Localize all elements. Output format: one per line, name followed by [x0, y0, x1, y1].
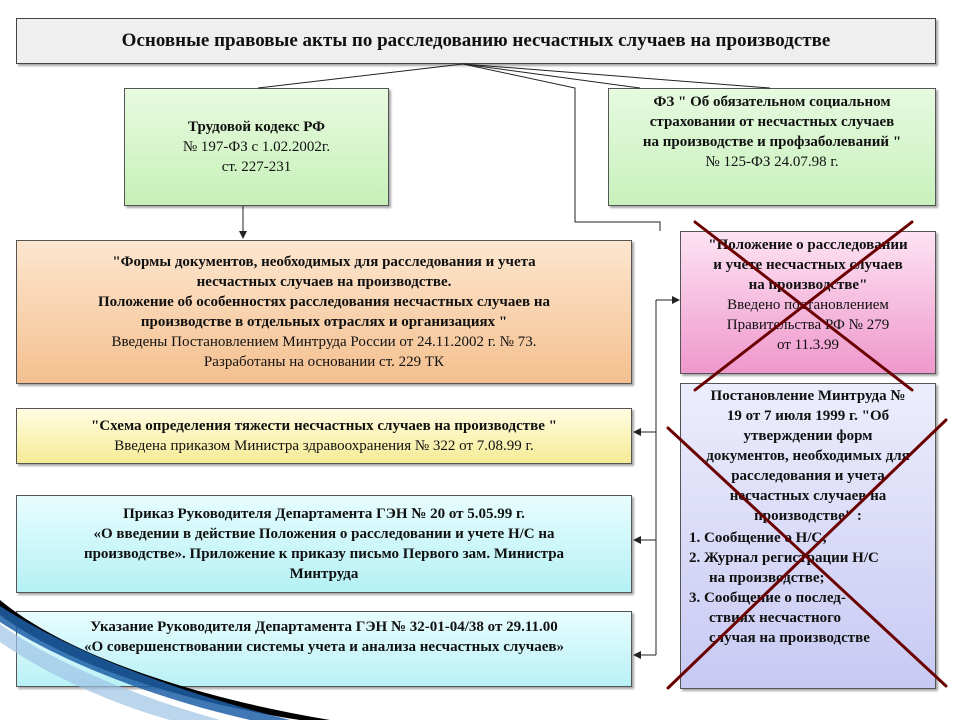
- title-to-federal-law-line: [462, 63, 771, 89]
- forms-line-6: Разработаны на основании ст. 229 ТК: [203, 354, 445, 370]
- resolution-19-box: Постановление Минтруда № 19 от 7 июля 19…: [680, 383, 936, 689]
- resolution-19-line-2: 19 от 7 июля 1999 г. "Об: [726, 408, 890, 424]
- schema-line-1: "Схема определения тяжести несчастных сл…: [91, 418, 557, 434]
- order-20-box: Приказ Руководителя Департамента ГЭН № 2…: [16, 495, 632, 593]
- resolution-19-line-3: утверждении форм: [743, 428, 873, 444]
- forms-line-4: производстве в отдельных отраслях и орга…: [140, 314, 508, 330]
- federal-law-line-1: ФЗ " Об обязательном социальном: [653, 94, 891, 110]
- forms-documents-box: "Формы документов, необходимых для рассл…: [16, 240, 632, 384]
- instruction-32-line-2: «О совершенствовании системы учета и ана…: [84, 639, 564, 655]
- resolution-19-line-5: расследования и учета: [731, 468, 885, 484]
- resolution-19-line-6: несчастных случаев на: [729, 488, 887, 504]
- list-item: 3. Сообщение о послед-: [689, 590, 846, 606]
- diagram-title: Основные правовые акты по расследованию …: [16, 18, 936, 64]
- labor-code-articles: ст. 227-231: [221, 159, 292, 175]
- title-to-federal-law-line-2: [462, 63, 641, 89]
- instruction-32-line-1: Указание Руководителя Департамента ГЭН №…: [90, 619, 558, 635]
- list-item-continuation: случая на производстве: [709, 630, 870, 646]
- federal-law-number: № 125-ФЗ 24.07.98 г.: [705, 154, 839, 170]
- federal-law-line-3: на производстве и профзаболеваний ": [642, 134, 902, 150]
- resolution-19-line-1: Постановление Минтруда №: [710, 388, 906, 404]
- title-to-labor-code-line: [257, 63, 464, 89]
- forms-line-5: Введены Постановлением Минтруда России о…: [111, 334, 537, 350]
- severity-schema-box: "Схема определения тяжести несчастных сл…: [16, 408, 632, 464]
- instruction-32-box: Указание Руководителя Департамента ГЭН №…: [16, 611, 632, 687]
- resolution-19-line-7: производстве" :: [754, 508, 862, 524]
- forms-line-2: несчастных случаев на производстве.: [196, 274, 452, 290]
- order-20-line-4: Минтруда: [289, 566, 359, 582]
- regulation-279-line-3: на производстве": [748, 277, 868, 293]
- federal-law-line-2: страховании от несчастных случаев: [649, 114, 895, 130]
- resolution-19-line-4: документов, необходимых для: [706, 448, 910, 464]
- schema-line-2: Введена приказом Министра здравоохранени…: [114, 438, 534, 454]
- regulation-279-line-2: и учете несчастных случаев: [713, 257, 903, 273]
- list-item: 2. Журнал регистрации Н/С: [689, 550, 879, 566]
- order-20-line-3: производстве». Приложение к приказу пись…: [83, 546, 565, 562]
- resolution-19-list: 1. Сообщение о Н/С; 2. Журнал регистраци…: [681, 528, 935, 648]
- regulation-279-line-4: Введено постановлением: [727, 297, 889, 313]
- diagram-title-text: Основные правовые акты по расследованию …: [121, 30, 831, 51]
- order-20-line-2: «О введении в действие Положения о рассл…: [93, 526, 555, 542]
- regulation-279-box: "Положение о расследовании и учете несча…: [680, 231, 936, 374]
- regulation-279-line-5: Правительства РФ № 279: [726, 317, 890, 333]
- labor-code-number: № 197-ФЗ с 1.02.2002г.: [182, 139, 331, 155]
- list-item-continuation: ствиях несчастного: [709, 610, 842, 626]
- forms-line-3: Положение об особенностях расследования …: [98, 294, 550, 310]
- labor-code-title: Трудовой кодекс РФ: [188, 119, 325, 135]
- regulation-279-line-6: от 11.3.99: [776, 337, 840, 353]
- order-20-line-1: Приказ Руководителя Департамента ГЭН № 2…: [123, 506, 525, 522]
- forms-line-1: "Формы документов, необходимых для рассл…: [112, 254, 536, 270]
- regulation-279-line-1: "Положение о расследовании: [708, 237, 908, 253]
- labor-code-box: Трудовой кодекс РФ № 197-ФЗ с 1.02.2002г…: [124, 88, 389, 206]
- list-item: 1. Сообщение о Н/С;: [689, 530, 828, 546]
- list-item-continuation: на производстве;: [709, 570, 825, 586]
- federal-law-box: ФЗ " Об обязательном социальном страхова…: [608, 88, 936, 206]
